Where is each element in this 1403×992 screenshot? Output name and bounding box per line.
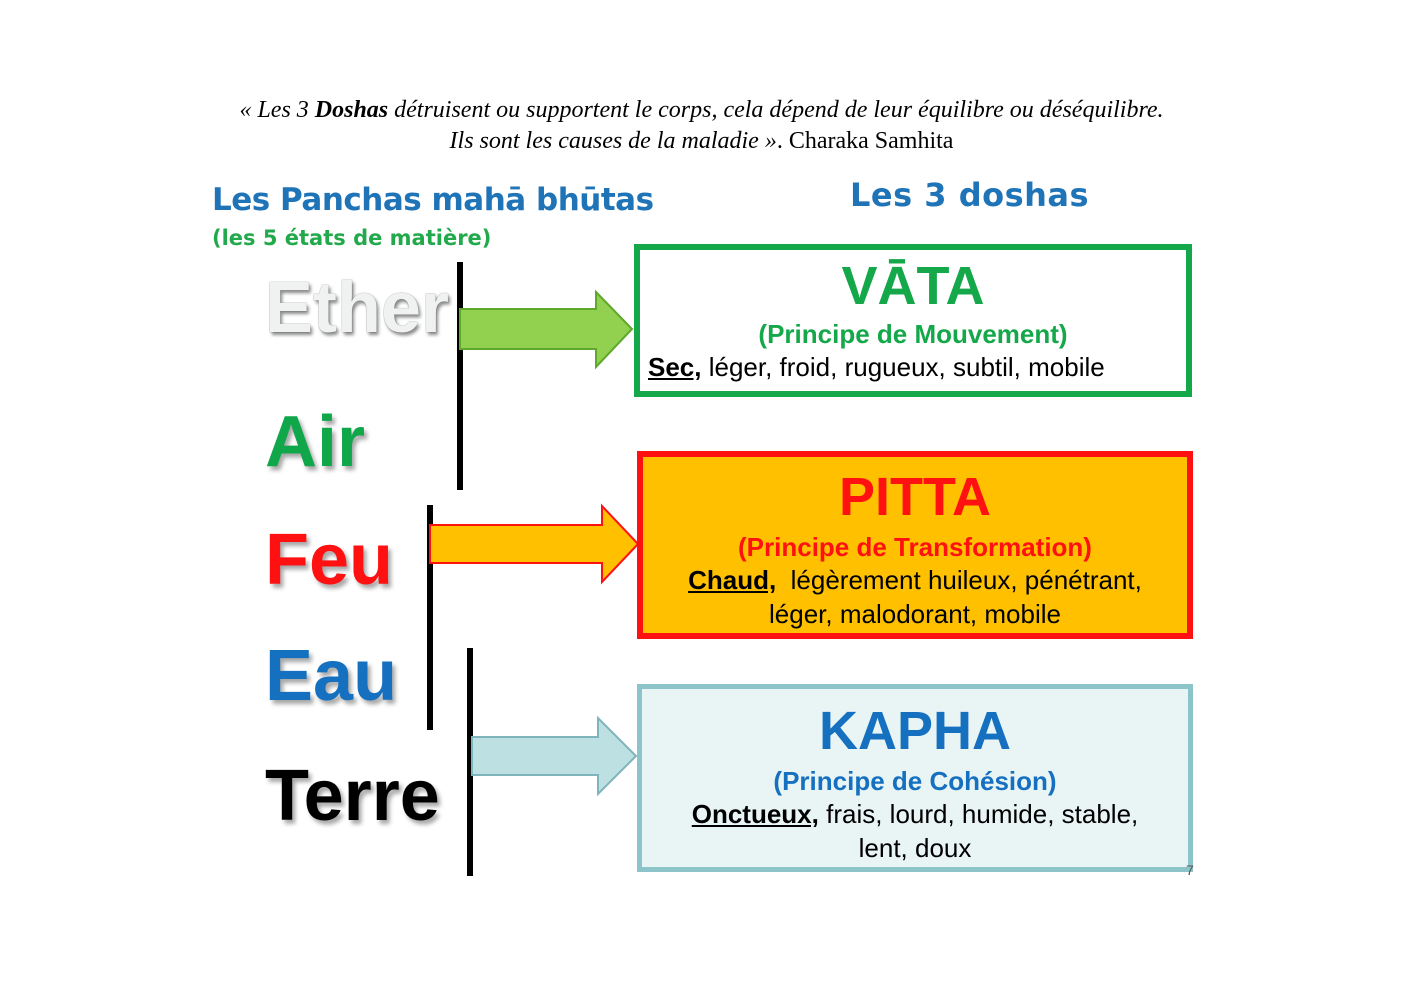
vata-key-quality: Sec, [648,352,702,382]
vata-title: VĀTA [841,256,985,316]
quote-doshas-bold: Doshas [314,97,389,123]
vata-quality-list: léger, froid, rugueux, subtil, mobile [701,352,1105,382]
page-number-mark: 7 [1186,862,1194,878]
quote-open: « Les 3 [239,97,315,123]
element-ether: Ether [265,268,450,348]
panchas-subheading: (les 5 états de matière) [212,226,492,250]
element-terre: Terre [265,756,440,836]
kapha-qualities-line2: lent, doux [858,833,972,863]
vata-principle: (Principe de Mouvement) [758,319,1068,349]
arrow-vata [459,289,634,370]
dosha-box-pitta: PITTA (Principe de Transformation) Chaud… [637,451,1193,639]
arrow-pitta [429,503,640,585]
quote-line-2: Ils sont les causes de la maladie ». Cha… [0,126,1403,157]
kapha-quality-list: frais, lourd, humide, stable, [818,799,1139,829]
panchas-heading: Les Panchas mahā bhūtas [212,182,654,218]
pitta-qualities-line2: léger, malodorant, mobile [769,599,1061,629]
kapha-principle: (Principe de Cohésion) [773,766,1057,796]
element-eau: Eau [265,636,398,716]
pitta-principle: (Principe de Transformation) [738,532,1092,562]
pitta-title: PITTA [839,467,991,527]
pitta-qualities: Chaud, légèrement huileux, pénétrant, [643,563,1187,597]
vata-qualities: Sec, léger, froid, rugueux, subtil, mobi… [640,350,1186,384]
element-feu: Feu [265,520,394,600]
kapha-qualities: Onctueux, frais, lourd, humide, stable, [642,797,1188,831]
element-air: Air [265,402,366,482]
kapha-key-quality: Onctueux, [691,799,819,829]
pitta-quality-list: légèrement huileux, pénétrant, [776,565,1142,595]
doshas-heading: Les 3 doshas [850,176,1090,214]
quote-line-1: « Les 3 Doshas détruisent ou supportent … [0,95,1403,126]
dosha-box-vata: VĀTA (Principe de Mouvement) Sec, léger,… [634,244,1192,397]
quote-source: . Charaka Samhita [776,128,954,154]
quote-line1-rest: détruisent ou supportent le corps, cela … [388,97,1164,123]
quote-line2-italic: Ils sont les causes de la maladie » [449,128,777,154]
arrow-kapha [471,715,638,797]
dosha-box-kapha: KAPHA (Principe de Cohésion) Onctueux, f… [637,684,1193,872]
kapha-title: KAPHA [818,701,1011,761]
pitta-key-quality: Chaud, [688,565,777,595]
